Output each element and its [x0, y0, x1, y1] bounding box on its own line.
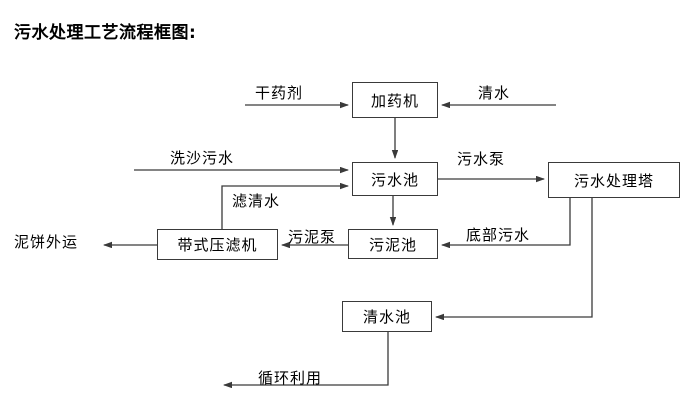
- edge-label-recycle-use: 循环利用: [258, 369, 323, 387]
- node-treatment-tower[interactable]: 污水处理塔: [548, 162, 680, 198]
- edge-belt-filter-press-to-sewage-pool: [221, 182, 349, 229]
- edge-clear-water-pool-to-recycle: [223, 332, 389, 389]
- node-sludge-pool[interactable]: 污泥池: [348, 229, 438, 259]
- edge-label-sand-wash-sewage: 洗沙污水: [170, 149, 235, 167]
- node-sewage-pool[interactable]: 污水池: [352, 162, 438, 196]
- edge-label-filtered-water: 滤清水: [232, 192, 281, 210]
- edge-label-dry-chemical: 干药剂: [255, 84, 304, 102]
- page-title: 污水处理工艺流程框图:: [14, 23, 197, 43]
- node-dosing-machine[interactable]: 加药机: [352, 82, 438, 118]
- edge-label-sludge-pump: 污泥泵: [288, 228, 337, 246]
- edge-label-sewage-pump: 污水泵: [457, 150, 506, 168]
- edge-label-bottom-sewage: 底部污水: [466, 226, 531, 244]
- edge-treatment-tower-to-clear-water-pool: [435, 198, 593, 321]
- node-belt-filter-press[interactable]: 带式压滤机: [157, 229, 278, 260]
- terminal-label-mud-cake-out: 泥饼外运: [14, 233, 79, 251]
- edge-label-clean-water: 清水: [478, 84, 511, 102]
- edge-treatment-tower-to-sludge-pool: [441, 198, 571, 249]
- node-clear-water-pool[interactable]: 清水池: [342, 301, 432, 332]
